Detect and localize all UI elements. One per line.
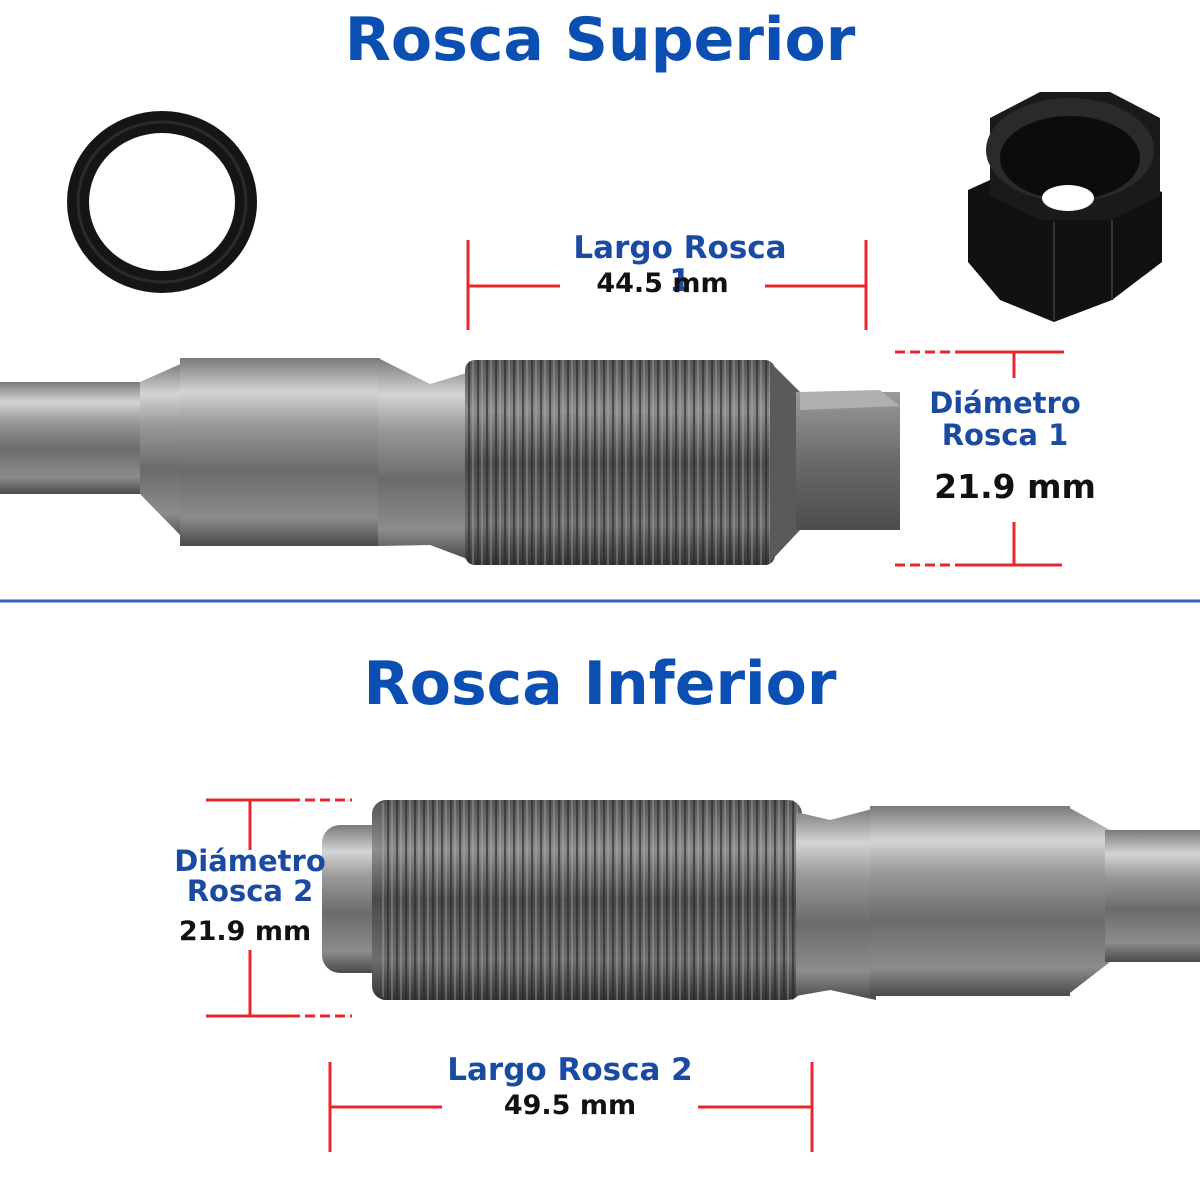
top-length-value: 44.5 mm <box>596 268 729 299</box>
dimension-lines-bottom-length <box>328 1062 814 1152</box>
bottom-shaft-photo <box>322 800 1200 1000</box>
dimension-lines-top-diameter <box>895 350 1064 567</box>
hex-nut-photo <box>968 92 1162 322</box>
bottom-diameter-value: 21.9 mm <box>178 916 312 947</box>
top-section-title: Rosca Superior <box>344 5 856 75</box>
bottom-diameter-label-line2: Rosca 2 <box>186 874 314 908</box>
o-ring-photo <box>67 111 257 293</box>
top-length-label: Largo Rosca 1 <box>573 230 787 299</box>
bottom-length-value: 49.5 mm <box>503 1090 637 1121</box>
dimension-lines-bottom-diameter <box>206 798 352 1018</box>
top-diameter-value: 21.9 mm <box>934 467 1096 506</box>
dimension-lines-top-length <box>466 240 868 330</box>
bottom-section-title: Rosca Inferior <box>363 649 837 719</box>
top-diameter-label-line1: Diámetro <box>929 386 1081 420</box>
top-shaft-photo <box>0 358 900 565</box>
top-diameter-label-line2: Rosca 1 <box>941 418 1069 452</box>
bottom-diameter-label-line1: Diámetro <box>174 844 326 878</box>
bottom-length-label: Largo Rosca 2 <box>447 1052 693 1088</box>
